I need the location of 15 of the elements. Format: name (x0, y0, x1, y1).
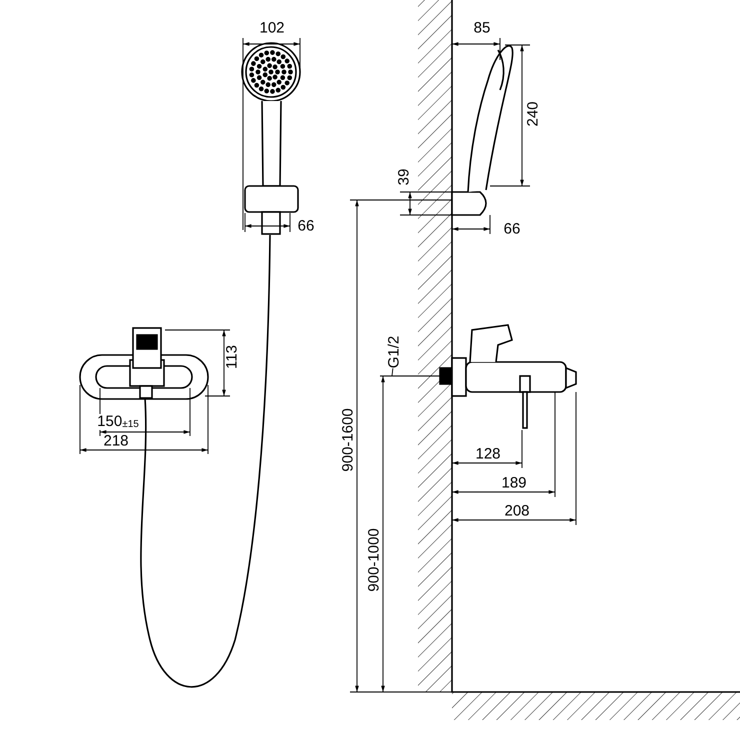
dimension-label: 900-1000 (366, 528, 382, 592)
dimension-label: 39 (396, 168, 412, 186)
dimension-label: 113 (224, 345, 240, 369)
dimension-label: G1/2 (386, 336, 402, 368)
dimension-label: 208 (504, 504, 530, 518)
dimension-label: 240 (526, 101, 540, 127)
dimension-label: 189 (501, 476, 527, 490)
dimension-label: 85 (474, 20, 490, 36)
dimension-label: 66 (504, 222, 520, 236)
dimension-label: 66 (298, 218, 314, 234)
dimension-label: 128 (475, 446, 501, 462)
dimension-label: 900-1600 (340, 408, 356, 472)
dimension-label: 102 (259, 20, 285, 36)
dimension-label: 150$_{±15}$ (97, 414, 139, 430)
dimension-label: 218 (103, 434, 129, 448)
